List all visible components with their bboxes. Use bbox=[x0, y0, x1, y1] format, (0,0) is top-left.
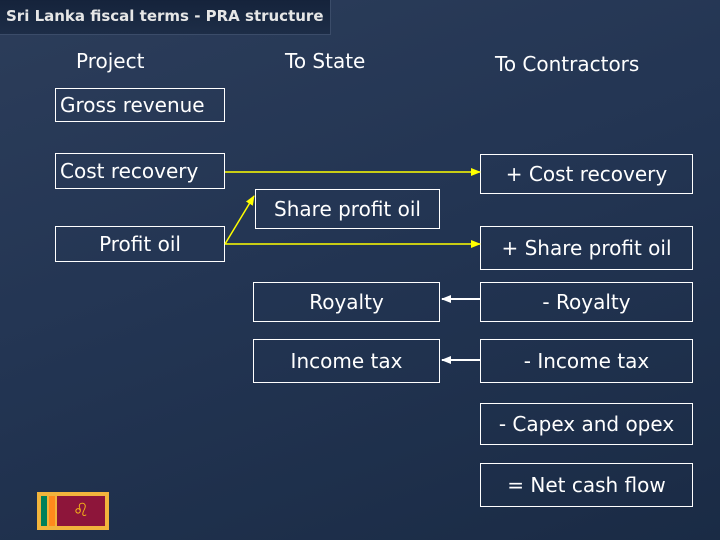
net-cash-flow-label: = Net cash flow bbox=[507, 473, 666, 497]
contractor-cost-recovery-label: + Cost recovery bbox=[505, 162, 668, 186]
flag-lion-panel: ♌ bbox=[57, 496, 105, 526]
box-gross-revenue: Gross revenue bbox=[55, 88, 225, 122]
slide-title: Sri Lanka fiscal terms - PRA structure bbox=[6, 7, 324, 25]
profit-oil-label: Profit oil bbox=[99, 232, 181, 256]
box-state-royalty: Royalty bbox=[253, 282, 440, 322]
contractor-share-profit-oil-label: + Share profit oil bbox=[501, 236, 672, 260]
capex-opex-label: - Capex and opex bbox=[498, 412, 675, 436]
box-contractor-cost-recovery: + Cost recovery bbox=[480, 154, 693, 194]
state-income-tax-label: Income tax bbox=[290, 349, 403, 373]
box-capex-opex: - Capex and opex bbox=[480, 403, 693, 445]
cost-recovery-label: Cost recovery bbox=[60, 159, 199, 183]
header-to-state: To State bbox=[285, 49, 366, 73]
gross-revenue-label: Gross revenue bbox=[60, 93, 205, 117]
contractor-income-tax-label: - Income tax bbox=[523, 349, 650, 373]
arrow-profit-oil-to-state bbox=[224, 195, 255, 245]
box-contractor-income-tax: - Income tax bbox=[480, 339, 693, 383]
box-contractor-share-profit-oil: + Share profit oil bbox=[480, 226, 693, 270]
box-state-share-profit-oil: Share profit oil bbox=[255, 189, 440, 229]
lion-icon: ♌ bbox=[72, 500, 90, 521]
box-cost-recovery: Cost recovery bbox=[55, 153, 225, 189]
sri-lanka-flag-icon: ♌ bbox=[37, 492, 109, 530]
state-share-profit-oil-label: Share profit oil bbox=[274, 197, 421, 221]
box-profit-oil: Profit oil bbox=[55, 226, 225, 262]
header-to-contractors: To Contractors bbox=[495, 52, 640, 76]
box-contractor-royalty: - Royalty bbox=[480, 282, 693, 322]
box-net-cash-flow: = Net cash flow bbox=[480, 463, 693, 507]
box-state-income-tax: Income tax bbox=[253, 339, 440, 383]
contractor-royalty-label: - Royalty bbox=[542, 290, 631, 314]
title-bar: Sri Lanka fiscal terms - PRA structure bbox=[0, 0, 331, 35]
state-royalty-label: Royalty bbox=[309, 290, 384, 314]
flag-orange-stripe bbox=[49, 496, 55, 526]
header-project: Project bbox=[76, 49, 145, 73]
flag-green-stripe bbox=[41, 496, 47, 526]
